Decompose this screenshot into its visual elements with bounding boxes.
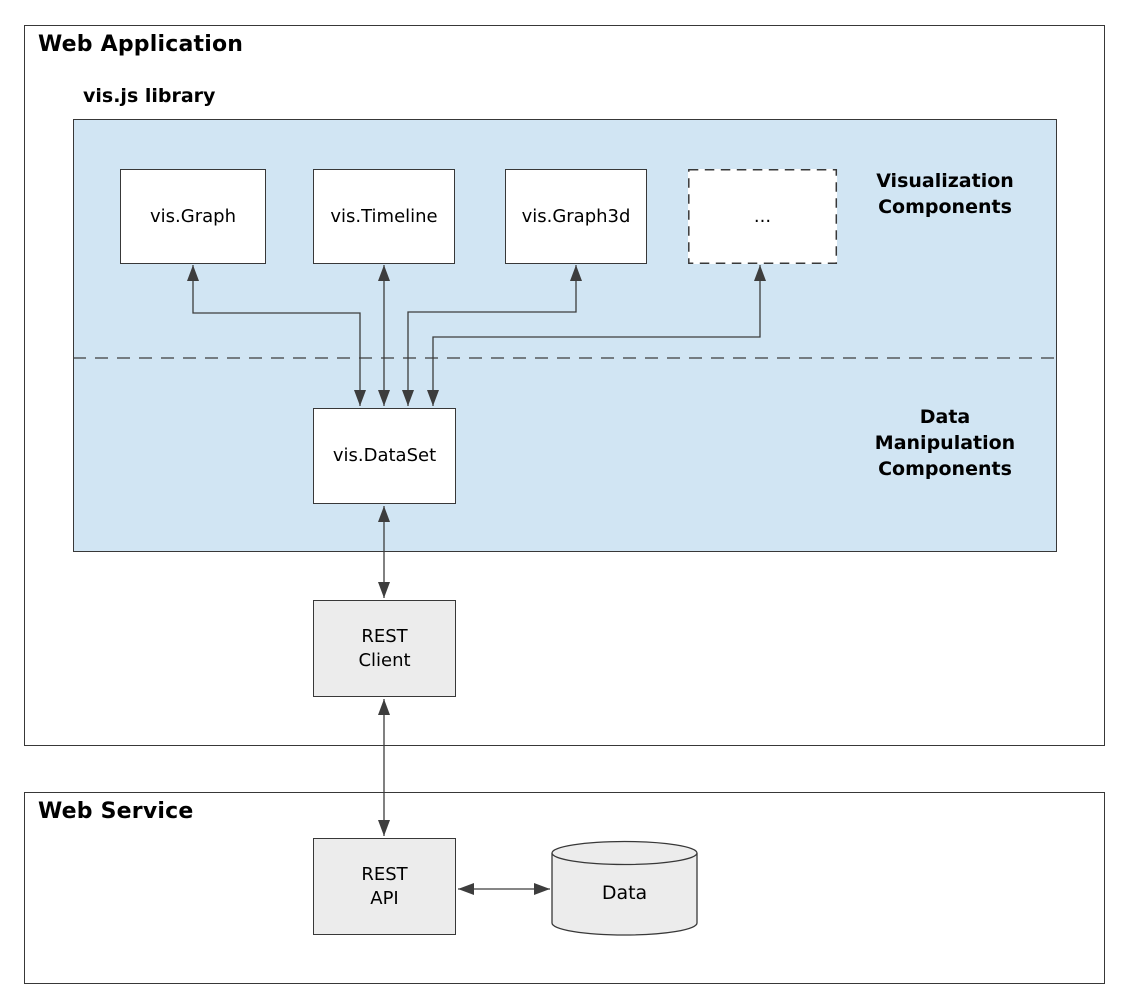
node-vis-timeline-label: vis.Timeline	[330, 205, 438, 227]
node-vis-graph3d-label: vis.Graph3d	[521, 205, 631, 227]
node-other-components: ...	[688, 169, 837, 264]
node-vis-graph3d: vis.Graph3d	[505, 169, 647, 264]
data-manipulation-components-label: Data Manipulation Components	[874, 406, 1016, 480]
node-rest-client: REST Client	[313, 600, 456, 697]
node-rest-api: REST API	[313, 838, 456, 935]
node-vis-dataset-label: vis.DataSet	[332, 445, 437, 466]
node-vis-graph: vis.Graph	[120, 169, 266, 264]
node-rest-api-label: REST API	[361, 863, 408, 909]
node-vis-graph-label: vis.Graph	[150, 205, 236, 227]
node-vis-timeline: vis.Timeline	[313, 169, 455, 264]
visjs-library-title: vis.js library	[83, 85, 216, 107]
web-application-title: Web Application	[38, 32, 244, 57]
node-other-components-label: ...	[753, 205, 772, 227]
web-service-title: Web Service	[38, 799, 194, 824]
node-rest-client-label: REST Client	[358, 625, 411, 671]
node-vis-dataset: vis.DataSet	[313, 408, 456, 504]
data-store-label: Data	[601, 882, 648, 904]
visualization-components-label: Visualization Components	[876, 170, 1014, 218]
